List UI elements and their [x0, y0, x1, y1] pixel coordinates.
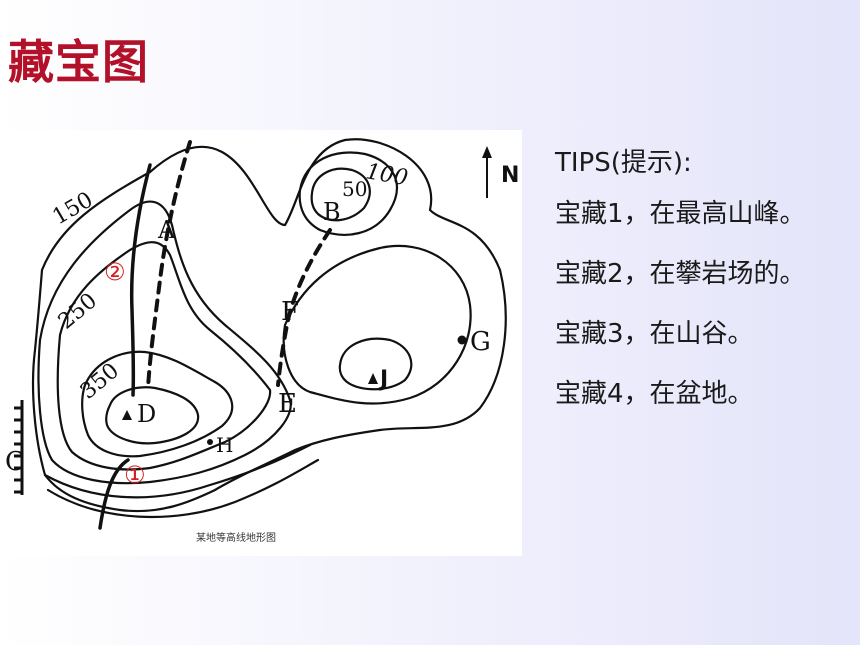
point-label-j: J	[378, 367, 388, 392]
ridge-line-b-e	[276, 228, 332, 387]
route-marker-1: ①	[124, 461, 146, 489]
slide-title: 藏宝图	[8, 35, 149, 89]
point-label-a: A	[157, 216, 176, 244]
cliff-hatch	[14, 400, 24, 495]
contour-line-350	[81, 350, 234, 458]
contour-label-50: 50	[342, 177, 367, 201]
north-label: N	[501, 163, 519, 188]
contour-map: 150 250 350 100 50 A B C D E F G H J N ②…	[0, 130, 522, 556]
contour-line-outer	[31, 138, 507, 513]
contour-line-150	[37, 200, 292, 485]
contour-line-b-50	[310, 167, 371, 222]
tip-item-3: 宝藏3，在山谷。	[555, 319, 754, 349]
contour-line-250	[56, 241, 272, 471]
contour-line-south-2	[46, 458, 320, 519]
point-h-dot	[207, 439, 213, 445]
point-label-e: E	[278, 389, 297, 419]
route-line-1	[98, 458, 130, 530]
point-label-c: C	[5, 447, 25, 477]
tips-panel: TIPS(提示): 宝藏1，在最高山峰。 宝藏2，在攀岩场的。 宝藏3，在山谷。…	[555, 142, 806, 424]
contour-line-east	[282, 244, 472, 405]
contour-line-d	[105, 386, 200, 445]
north-arrow-head-icon	[482, 146, 492, 158]
point-label-b: B	[323, 198, 341, 226]
map-caption: 某地等高线地形图	[196, 531, 276, 544]
contour-label-100: 100	[364, 159, 410, 191]
route-marker-2: ②	[104, 258, 126, 286]
peak-d-icon	[122, 410, 132, 420]
tips-heading: TIPS(提示):	[555, 148, 692, 178]
ridge-line-a-d	[146, 140, 192, 390]
tip-item-2: 宝藏2，在攀岩场的。	[555, 259, 806, 289]
point-g-dot	[457, 335, 467, 345]
contour-map-drawing: 150 250 350 100 50 A B C D E F G H J N ②…	[5, 138, 519, 544]
tip-item-4: 宝藏4，在盆地。	[555, 379, 754, 409]
contour-line-j	[338, 337, 413, 391]
tip-item-1: 宝藏1，在最高山峰。	[555, 199, 806, 229]
point-label-h: H	[216, 433, 233, 457]
peak-j-icon	[368, 373, 378, 384]
point-label-g: G	[470, 327, 491, 357]
contour-line-south-1	[43, 443, 312, 499]
point-label-f: F	[281, 297, 299, 327]
contour-line-b-100	[298, 151, 398, 236]
route-line-2	[129, 163, 152, 397]
point-label-d: D	[137, 400, 156, 428]
